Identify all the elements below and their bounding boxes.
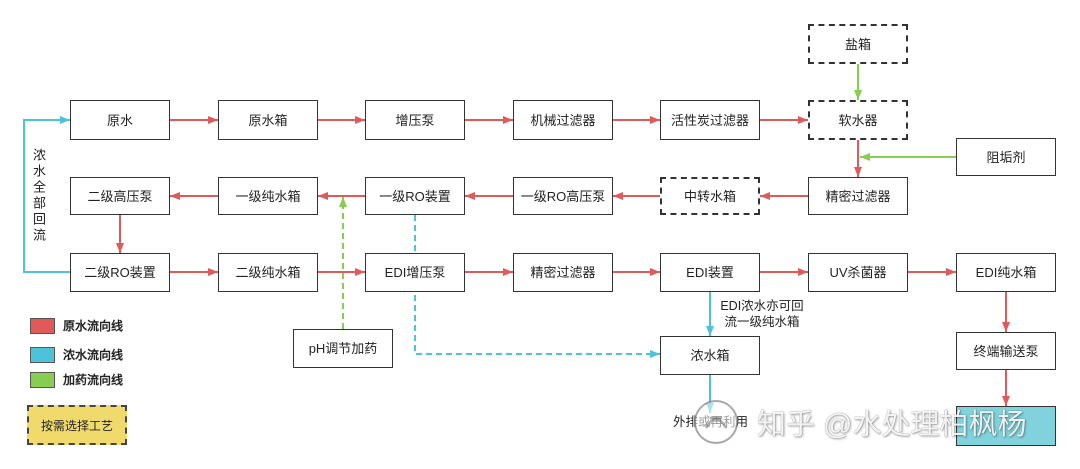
secondary-hp-pump-box: 二级高压泵 <box>70 177 170 215</box>
primary-ro-hp-pump-box: 一级RO高压泵 <box>513 177 613 215</box>
primary-ro-box: 一级RO装置 <box>365 177 465 215</box>
booster-pump-box: 增压泵 <box>365 100 465 140</box>
transfer-tank-box: 中转水箱 <box>660 177 760 215</box>
water-softener-box: 软水器 <box>808 100 908 140</box>
arrow-secondary-ro-concentrate-recycle <box>23 116 70 273</box>
legend-dosing-flow-label: 加药流向线 <box>63 373 124 387</box>
activated-carbon-filter-box: 活性炭过滤器 <box>660 100 760 140</box>
edi-concentrate-note: EDI浓水亦可回 流一级纯水箱 <box>716 298 808 330</box>
primary-pure-tank-box: 一级纯水箱 <box>218 177 318 215</box>
antiscalant-box: 阻垢剂 <box>956 138 1056 176</box>
edi-note-line-1: EDI浓水亦可回 <box>720 299 804 313</box>
edi-booster-pump-box: EDI增压泵 <box>365 253 465 292</box>
legend-dosing-flow-swatch <box>30 372 55 388</box>
terminal-pump-box: 终端输送泵 <box>956 332 1056 370</box>
watermark-text: 知乎 @水处理柏枫杨 <box>757 409 1027 441</box>
ph-dosing-box: pH调节加药 <box>293 329 393 368</box>
uv-sterilizer-box: UV杀菌器 <box>808 253 908 292</box>
precision-filter-box-1: 精密过滤器 <box>808 177 908 215</box>
edi-note-line-2: 流一级纯水箱 <box>724 315 800 329</box>
raw-water-flow-lines <box>116 116 1010 406</box>
dosing-flow-lines <box>339 64 956 329</box>
secondary-pure-tank-box: 二级纯水箱 <box>218 253 318 292</box>
legend-concentrate-flow-swatch <box>30 347 55 363</box>
mechanical-filter-box: 机械过滤器 <box>513 100 613 140</box>
raw-water-tank-box: 原水箱 <box>218 100 318 140</box>
legend-raw-flow-label: 原水流向线 <box>63 319 124 333</box>
watermark-logo-icon <box>694 400 738 444</box>
secondary-ro-box: 二级RO装置 <box>70 253 170 292</box>
salt-tank-box: 盐箱 <box>808 24 908 64</box>
concentrate-recycle-label: 浓水全部回流 <box>31 148 46 244</box>
legend-concentrate-flow-label: 浓水流向线 <box>63 348 124 362</box>
outlet-box <box>956 406 1056 446</box>
raw-water-box: 原水 <box>70 100 170 140</box>
edi-unit-box: EDI装置 <box>660 253 760 292</box>
legend-raw-flow-swatch <box>30 318 55 334</box>
concentrate-tank-box: 浓水箱 <box>660 336 760 375</box>
arrow-primary-ro-to-concentrate-tank <box>414 215 660 358</box>
edi-pure-tank-box: EDI纯水箱 <box>956 253 1056 292</box>
legend-optional-process: 按需选择工艺 <box>27 405 127 445</box>
precision-filter-box-2: 精密过滤器 <box>513 253 613 292</box>
